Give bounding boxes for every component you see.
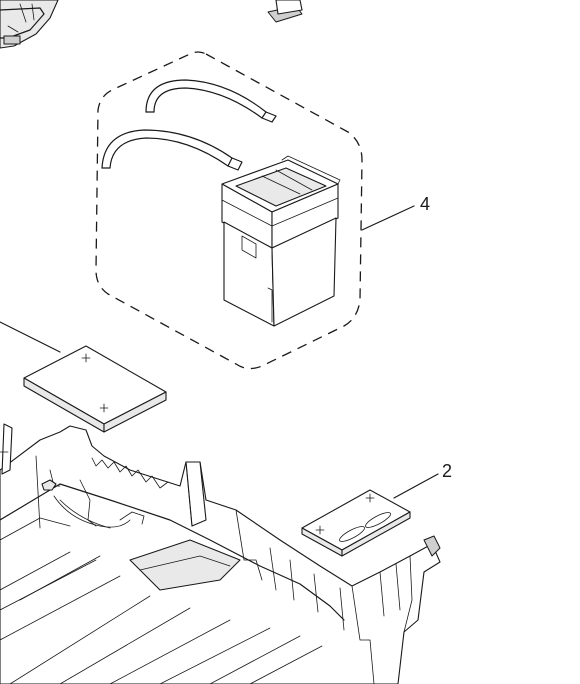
ink-box [221,155,341,327]
upper-left-tray-fragment [0,0,59,49]
upper-tab-part [267,0,303,23]
part-4-kit: 4 [95,51,430,370]
tube-upper [145,79,277,123]
callout-line-2 [393,473,439,499]
part-2-plate: 2 [301,461,452,557]
tray-assembly [0,423,441,684]
callout-label-2: 2 [442,461,452,481]
pad-part [0,321,167,433]
pad-leader-line [0,321,61,353]
callout-line-4 [361,205,415,231]
tube-lower [101,129,243,171]
callout-label-4: 4 [420,194,430,214]
